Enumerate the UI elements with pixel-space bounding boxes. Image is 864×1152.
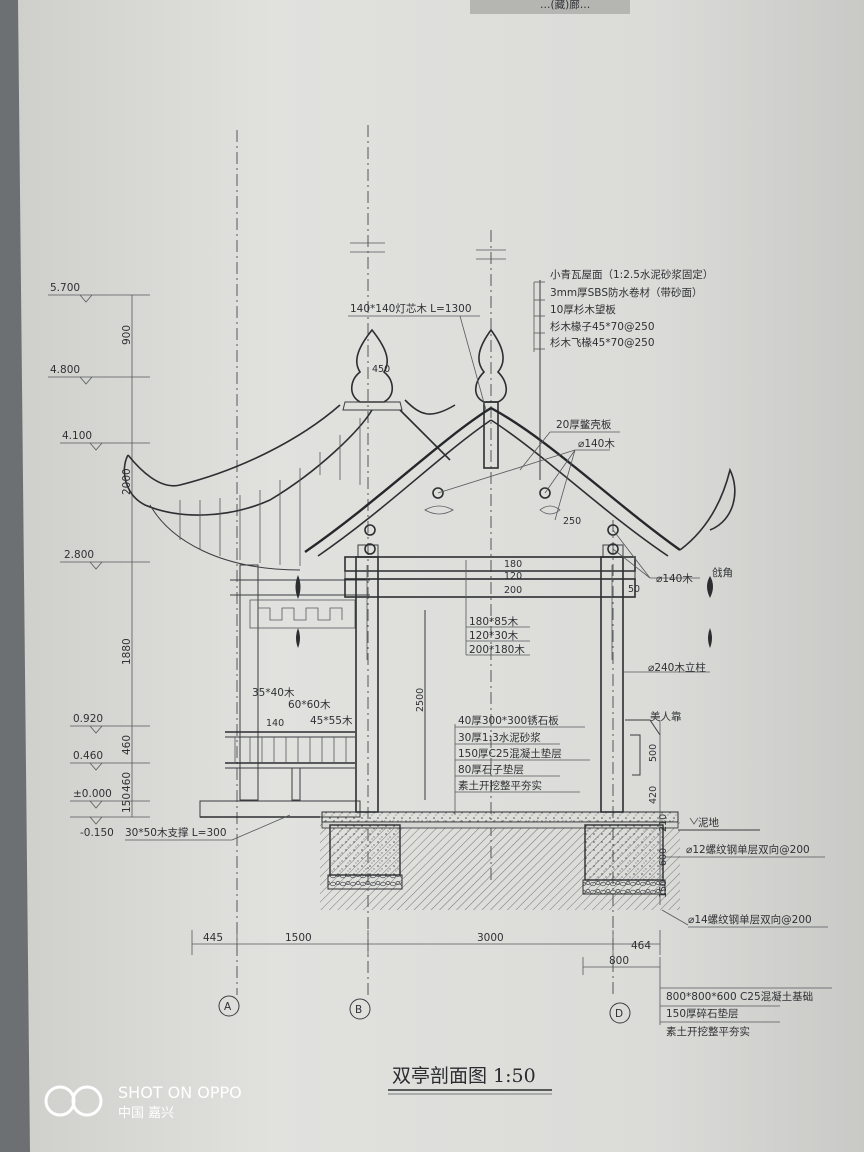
axis-bubbles xyxy=(218,995,631,1024)
beam-dim-180: 180 xyxy=(504,559,522,570)
dim-800: 800 xyxy=(609,955,629,967)
floor-layer-3: 150厚C25混凝土垫层 xyxy=(458,747,562,760)
axis-B: B xyxy=(355,1004,362,1016)
axis-D: D xyxy=(615,1008,623,1020)
elevation-4100: 4.100 xyxy=(62,430,92,442)
floor-layer-5: 素土开挖整平夯实 xyxy=(458,779,542,792)
beam-label-200x180: 200*180木 xyxy=(469,644,525,656)
elevation-0000: ±0.000 xyxy=(73,788,112,800)
dim-900: 900 xyxy=(121,325,133,345)
dim-150-footing: 150 xyxy=(658,880,669,898)
dim-460-a: 460 xyxy=(121,735,133,755)
elevation-0460: 0.460 xyxy=(73,750,103,762)
meirenkao-label: 美人靠 xyxy=(650,710,682,723)
dim-50: 50 xyxy=(628,584,640,595)
dim-1500: 1500 xyxy=(285,932,312,944)
mud-label: 泥地 xyxy=(698,816,719,829)
elevation-0920: 0.920 xyxy=(73,713,103,725)
beam-label-180x85: 180*85木 xyxy=(469,616,519,628)
dim-500: 500 xyxy=(648,744,659,762)
footing-leaders xyxy=(659,975,832,1025)
beam-label-120x30: 120*30木 xyxy=(469,630,519,642)
elevation-4800: 4.800 xyxy=(50,364,80,376)
footing-layer-1: 800*800*600 C25混凝土基础 xyxy=(666,990,813,1003)
footing-layer-3: 素土开挖整平夯实 xyxy=(666,1025,750,1038)
foundation xyxy=(200,811,760,910)
dim-464: 464 xyxy=(631,940,651,952)
corner-timber-label: ⌀140木 xyxy=(656,573,693,585)
bench-label-60x60: 60*60木 xyxy=(288,699,331,711)
roof-layer-5: 杉木飞椽45*70@250 xyxy=(550,336,655,349)
oppo-logo-icon xyxy=(44,1085,103,1117)
dim-1880: 1880 xyxy=(121,638,133,665)
dim-150: 150 xyxy=(121,793,133,813)
rebar-14-label: ⌀14螺纹钢单层双向@200 xyxy=(688,913,812,926)
watermark-line1: SHOT ON OPPO xyxy=(118,1083,242,1102)
watermark-line2: 中国 嘉兴 xyxy=(118,1106,174,1121)
floor-layer-2: 30厚1:3水泥砂浆 xyxy=(458,731,541,744)
elevation-2800: 2.800 xyxy=(64,549,94,561)
roof-layer-4: 杉木椽子45*70@250 xyxy=(550,320,655,333)
bench-dim-140: 140 xyxy=(266,718,284,729)
qiangjiao-label: 戗角 xyxy=(712,566,733,579)
beam-leaders xyxy=(465,560,530,656)
bench-railing xyxy=(199,731,361,818)
roof-layer-1: 小青瓦屋面（1:2.5水泥砂浆固定） xyxy=(550,268,713,281)
drawing-title: 双亭剖面图 1:50 xyxy=(392,1065,536,1087)
dim-250: 250 xyxy=(563,516,581,527)
elevation-5700: 5.700 xyxy=(50,282,80,294)
dim-460-b: 460 xyxy=(121,772,133,792)
floor-layer-1: 40厚300*300锈石板 xyxy=(458,714,559,727)
axis-A: A xyxy=(224,1001,232,1013)
floor-leaders xyxy=(454,724,590,815)
footing-layer-2: 150厚碎石垫层 xyxy=(666,1007,739,1020)
right-pavilion-section xyxy=(304,280,736,813)
dim-2000: 2000 xyxy=(121,468,133,495)
dim-420: 420 xyxy=(648,786,659,804)
dim-2500: 2500 xyxy=(415,688,426,712)
support-label: 30*50木支撑 L=300 xyxy=(125,826,227,839)
beam-dim-120: 120 xyxy=(504,571,522,582)
header-fragment: …(藏)廊… xyxy=(540,0,590,11)
centerlines xyxy=(236,125,614,995)
column-label: ⌀240木立柱 xyxy=(648,661,706,674)
beam-dim-200: 200 xyxy=(504,585,522,596)
elevation-markers xyxy=(48,294,150,825)
board-label: 20厚鳖壳板 xyxy=(556,418,612,431)
round-timber-label: ⌀140木 xyxy=(578,438,615,450)
horizontal-dimension-line xyxy=(191,930,661,975)
roof-leaders xyxy=(348,281,710,673)
dim-445: 445 xyxy=(203,932,223,944)
rebar-12-label: ⌀12螺纹钢单层双向@200 xyxy=(686,843,810,856)
dim-210: 210 xyxy=(658,814,669,832)
roof-layer-2: 3mm厚SBS防水卷材（带砂面） xyxy=(550,286,703,299)
roof-layer-3: 10厚杉木望板 xyxy=(550,303,616,316)
bench-label-35x40: 35*40木 xyxy=(252,687,295,699)
ridge-post-label: 140*140灯芯木 L=1300 xyxy=(350,302,472,315)
bench-label-45x55: 45*55木 xyxy=(310,715,353,727)
dim-450: 450 xyxy=(372,364,390,375)
elevation-minus-0150: -0.150 xyxy=(80,827,114,839)
floor-layer-4: 80厚石子垫层 xyxy=(458,763,524,776)
dim-3000: 3000 xyxy=(477,932,504,944)
